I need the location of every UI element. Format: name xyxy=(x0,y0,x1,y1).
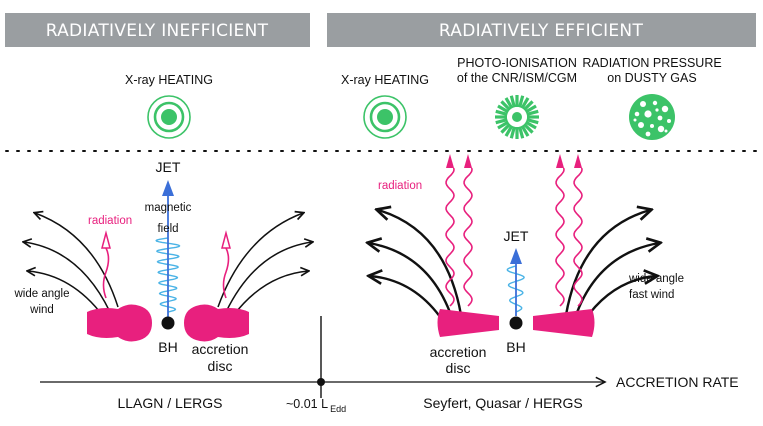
left-regime-label: LLAGN / LERGS xyxy=(117,395,222,411)
photo-ray xyxy=(518,126,525,139)
photo-ray xyxy=(500,100,512,112)
threshold-label-sub: Edd xyxy=(330,404,346,414)
right-wind-label-2: fast wind xyxy=(629,289,674,301)
left-accretion-disc-right xyxy=(184,304,249,342)
pressure-label-2: on DUSTY GAS xyxy=(607,71,696,85)
photo-ionisation-icon xyxy=(495,95,539,139)
radiation-pressure-icon xyxy=(629,94,675,140)
threshold-label-main: ~0.01 L xyxy=(286,397,328,411)
threshold-marker xyxy=(317,378,325,386)
right-accretion-disc-left xyxy=(437,309,499,337)
photo-ray xyxy=(526,109,539,116)
right-disc-label-2: disc xyxy=(446,360,471,376)
right-xray-label: X-ray HEATING xyxy=(341,73,429,87)
photo-ray xyxy=(509,95,516,108)
photo-ray xyxy=(524,104,537,114)
left-xray-heating-icon xyxy=(147,95,191,139)
left-magnetic-label-1: magnetic xyxy=(145,202,192,214)
header-inefficient: RADIATIVELY INEFFICIENT xyxy=(5,13,310,47)
photo-ray xyxy=(504,124,514,137)
right-jet-label: JET xyxy=(504,228,529,244)
left-wind-arrows-right xyxy=(217,213,312,317)
photo-label-1: PHOTO-IONISATION xyxy=(457,56,577,70)
left-radiation-arrow-1 xyxy=(101,230,111,299)
right-black-hole xyxy=(509,316,523,330)
left-radiation-label: radiation xyxy=(88,215,132,227)
right-radiation-arrows xyxy=(445,154,583,307)
photo-ray xyxy=(504,97,514,110)
header-efficient-label: RADIATIVELY EFFICIENT xyxy=(439,21,644,41)
photo-ray xyxy=(495,109,508,116)
right-jet-arrowhead xyxy=(510,248,522,264)
left-accretion-disc-left xyxy=(87,304,152,342)
right-xray-heating-icon xyxy=(363,95,407,139)
pressure-label-1: RADIATION PRESSURE xyxy=(582,56,721,70)
right-bh-label: BH xyxy=(506,339,525,355)
left-radiation-arrow-2 xyxy=(221,230,231,299)
left-magnetic-label-2: field xyxy=(157,223,178,235)
header-efficient: RADIATIVELY EFFICIENT xyxy=(327,13,756,47)
axis-label: ACCRETION RATE xyxy=(616,374,739,390)
photo-ray xyxy=(522,122,534,134)
left-black-hole xyxy=(161,316,175,330)
left-wind-arrows-left xyxy=(24,213,119,317)
left-xray-label: X-ray HEATING xyxy=(125,73,213,87)
photo-ray xyxy=(520,97,530,110)
left-wind-label-1: wide angle xyxy=(14,288,70,300)
right-wind-label-1: wide angle xyxy=(628,273,684,285)
right-accretion-disc-right xyxy=(533,309,595,337)
left-bh-label: BH xyxy=(158,339,177,355)
photo-ray xyxy=(526,118,539,125)
left-jet-arrowhead xyxy=(162,180,174,196)
photo-ray xyxy=(520,124,530,137)
photo-ray xyxy=(524,120,537,130)
left-disc-label-2: disc xyxy=(208,358,233,374)
right-radiation-label: radiation xyxy=(378,180,422,192)
photo-ray xyxy=(500,122,512,134)
header-inefficient-label: RADIATIVELY INEFFICIENT xyxy=(46,21,269,41)
photo-ray xyxy=(518,95,525,108)
left-disc-label-1: accretion xyxy=(192,341,249,357)
right-disc-label-1: accretion xyxy=(430,344,487,360)
photo-label-2: of the CNR/ISM/CGM xyxy=(457,71,577,85)
left-jet-label: JET xyxy=(156,159,181,175)
photo-ray xyxy=(495,118,508,125)
photo-ray xyxy=(497,104,510,114)
photo-ray xyxy=(497,120,510,130)
photo-ray xyxy=(509,126,516,139)
right-wind-arrows-left xyxy=(369,210,463,322)
left-wind-label-2: wind xyxy=(29,304,54,316)
right-regime-label: Seyfert, Quasar / HERGS xyxy=(423,395,583,411)
photo-ray xyxy=(522,100,534,112)
